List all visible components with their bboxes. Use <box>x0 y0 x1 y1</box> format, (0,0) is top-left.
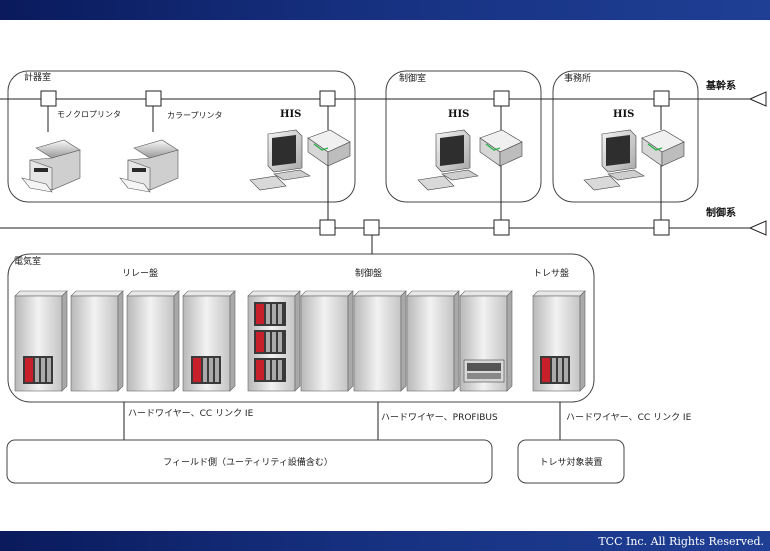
his-label: HIS <box>280 109 301 120</box>
relay-cabinet <box>14 290 68 392</box>
electrical-room-box <box>7 253 595 403</box>
relay-panel-label: リレー盤 <box>122 267 158 279</box>
plc-module <box>254 302 286 326</box>
control-panel-label: 制御盤 <box>355 267 382 279</box>
printer-icon <box>21 139 81 193</box>
plc-module <box>254 358 286 382</box>
field-side-box <box>6 439 493 484</box>
control-cabinet <box>406 290 460 392</box>
office-label: 事務所 <box>564 72 591 84</box>
backbone-node <box>40 90 57 107</box>
field-side-label: フィールド側（ユーティリティ設備含む） <box>163 456 333 468</box>
relay-connection-label: ハードワイヤー、CC リンク IE <box>128 408 254 419</box>
control-node <box>653 219 670 236</box>
network-hub-icon <box>479 129 523 167</box>
electrical-room-label: 電気室 <box>14 255 41 267</box>
network-hub-icon <box>307 129 351 167</box>
backbone-terminator <box>748 91 767 107</box>
office-box <box>552 70 699 203</box>
bottom-banner: TCC Inc. All Rights Reserved. <box>0 531 770 551</box>
tracer-target-box <box>517 439 625 484</box>
backbone-label: 基幹系 <box>705 79 736 92</box>
control-network-label: 制御系 <box>706 206 736 219</box>
computer-icon <box>583 129 645 191</box>
copyright-text: TCC Inc. All Rights Reserved. <box>598 535 764 548</box>
control-cabinet <box>353 290 407 392</box>
control-cabinet <box>247 290 301 392</box>
backbone-node <box>653 90 670 107</box>
relay-cabinet <box>182 290 236 392</box>
plc-module <box>191 356 221 384</box>
color-printer-label: カラープリンタ <box>167 111 223 120</box>
control-network-terminator <box>748 220 767 236</box>
instrument-room-box <box>7 70 356 203</box>
printer-icon <box>119 139 179 193</box>
tracer-panel-label: トレサ盤 <box>533 267 569 279</box>
computer-icon <box>249 129 311 191</box>
his-label: HIS <box>613 109 634 120</box>
instrument-room-label: 計器室 <box>24 71 51 83</box>
control-room-label: 制御室 <box>399 72 426 84</box>
backbone-node <box>145 90 162 107</box>
control-connection-label: ハードワイヤー、PROFIBUS <box>381 413 498 423</box>
control-node <box>493 219 510 236</box>
profibus-device <box>463 359 505 383</box>
tracer-target-label: トレサ対象装置 <box>539 456 602 468</box>
backbone-node <box>319 90 336 107</box>
top-banner <box>0 0 770 20</box>
backbone-node <box>493 90 510 107</box>
tracer-cabinet <box>532 290 586 392</box>
plc-module <box>254 330 286 354</box>
control-cabinet <box>300 290 354 392</box>
computer-icon <box>417 129 479 191</box>
his-label: HIS <box>448 109 469 120</box>
control-node <box>363 219 380 236</box>
control-node <box>319 219 336 236</box>
network-hub-icon <box>641 129 685 167</box>
relay-cabinet <box>126 290 180 392</box>
plc-module <box>23 356 53 384</box>
plc-module <box>540 356 570 384</box>
control-cabinet <box>459 290 513 392</box>
relay-cabinet <box>70 290 124 392</box>
control-room-box <box>385 70 542 203</box>
mono-printer-label: モノクロプリンタ <box>57 110 121 119</box>
tracer-connection-label: ハードワイヤー、CC リンク IE <box>566 412 692 423</box>
